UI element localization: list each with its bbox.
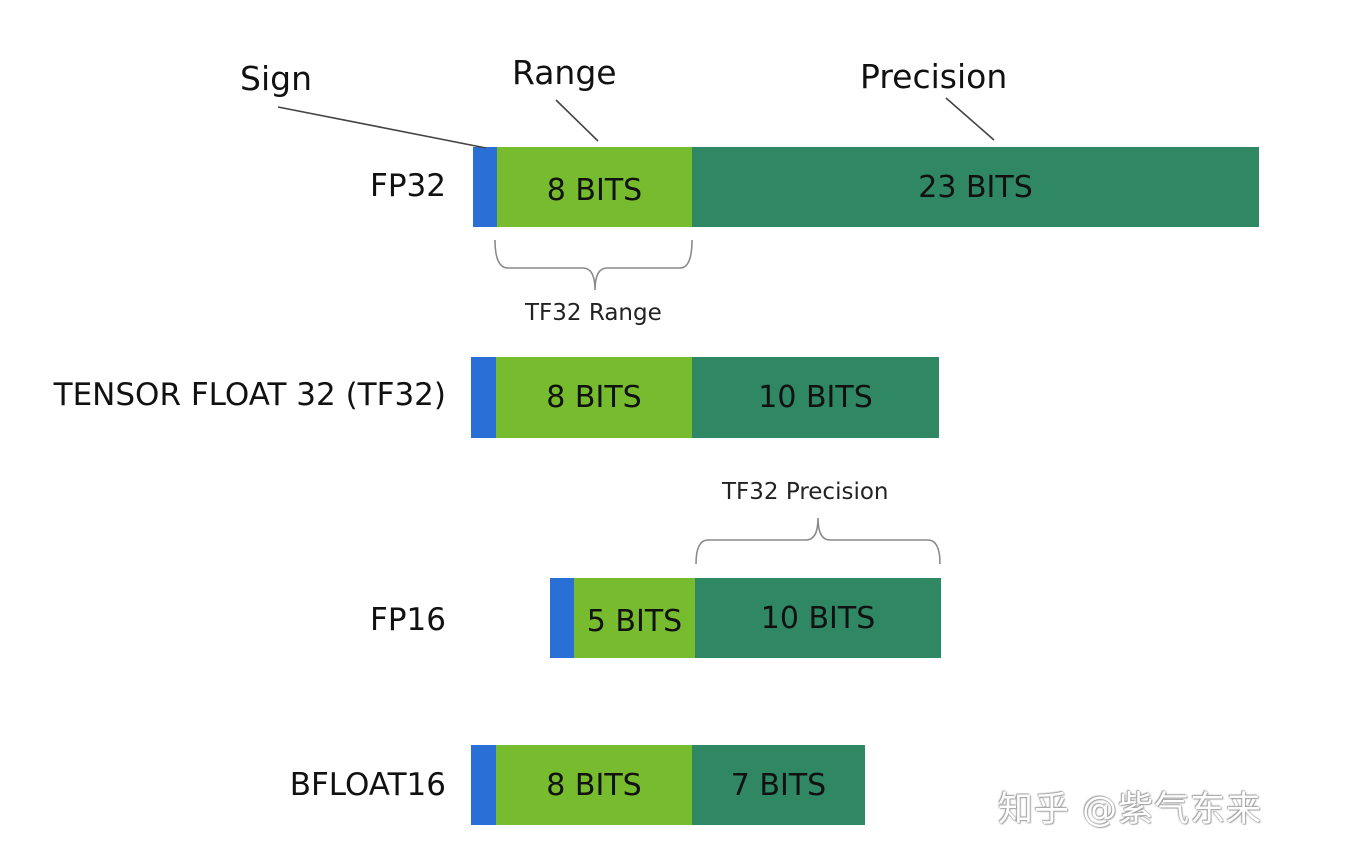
- bfloat16-precision-segment: 7 BITS: [692, 745, 865, 825]
- tf32-precision-brace: [695, 517, 941, 565]
- range-leader-line: [555, 99, 599, 142]
- row-label-fp16: FP16: [370, 602, 446, 638]
- bfloat16-sign-segment: [471, 745, 496, 825]
- fp16-range-segment: 5 BITS: [574, 578, 695, 658]
- fp32-sign-segment: [473, 147, 497, 227]
- row-label-bfloat16: BFLOAT16: [289, 767, 446, 803]
- watermark-text: 知乎 @紫气东来: [998, 790, 1263, 830]
- bfloat16-range-segment: 8 BITS: [496, 745, 692, 825]
- fp32-range-segment: 8 BITS: [497, 147, 692, 227]
- precision-leader-line: [945, 97, 995, 141]
- fp16-precision-segment: 10 BITS: [695, 578, 941, 658]
- tf32-range-brace-label: TF32 Range: [525, 300, 662, 326]
- fp32-precision-segment: 23 BITS: [692, 147, 1259, 227]
- tf32-sign-segment: [471, 357, 496, 438]
- sign-leader-line: [277, 106, 487, 149]
- range-callout-label: Range: [512, 53, 617, 92]
- precision-callout-label: Precision: [860, 57, 1008, 96]
- tf32-bar: 8 BITS 10 BITS: [471, 357, 939, 438]
- tf32-range-segment: 8 BITS: [496, 357, 692, 438]
- tf32-range-brace: [494, 239, 693, 291]
- fp16-bar: 5 BITS 10 BITS: [550, 578, 941, 658]
- row-label-tf32: TENSOR FLOAT 32 (TF32): [53, 377, 446, 413]
- row-label-fp32: FP32: [370, 168, 446, 204]
- fp16-sign-segment: [550, 578, 574, 658]
- tf32-precision-segment: 10 BITS: [692, 357, 939, 438]
- sign-callout-label: Sign: [240, 59, 312, 98]
- bfloat16-bar: 8 BITS 7 BITS: [471, 745, 865, 825]
- fp32-bar: 8 BITS 23 BITS: [473, 147, 1259, 227]
- tf32-precision-brace-label: TF32 Precision: [722, 479, 889, 505]
